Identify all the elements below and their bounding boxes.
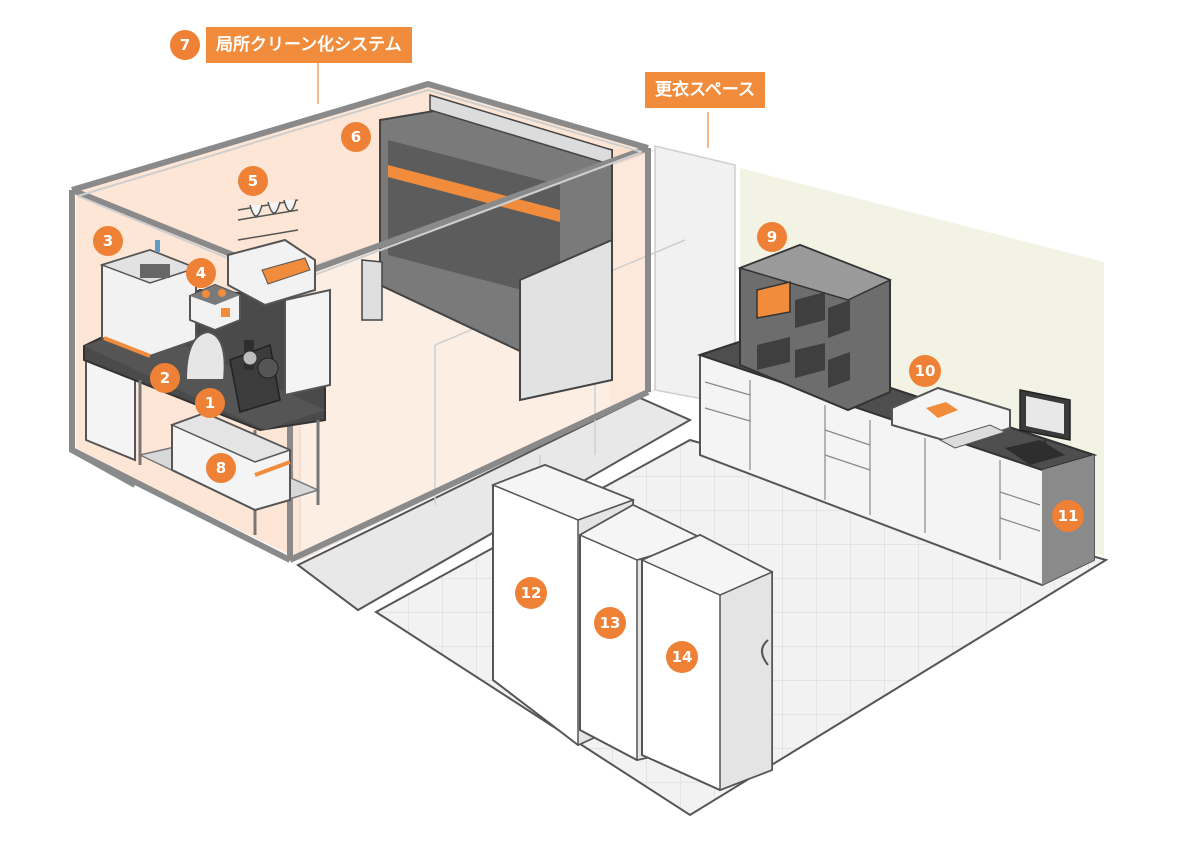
clean-zone-right-wall — [610, 148, 648, 410]
marker-1: 1 — [195, 388, 225, 418]
marker-14: 14 — [666, 641, 698, 673]
incubator-device — [99, 240, 199, 358]
microscope-device — [229, 340, 281, 413]
marker-2: 2 — [150, 363, 180, 393]
marker-13: 13 — [594, 607, 626, 639]
marker-6: 6 — [341, 122, 371, 152]
marker-9: 9 — [757, 222, 787, 252]
refrigerator-14 — [640, 533, 774, 792]
marker-12: 12 — [515, 577, 547, 609]
marker-5: 5 — [238, 166, 268, 196]
analyzer-device — [227, 199, 316, 307]
cell-processor-device — [737, 243, 892, 412]
changing-space-label: 更衣スペース — [645, 72, 765, 108]
marker-3: 3 — [93, 226, 123, 256]
marker-10: 10 — [909, 355, 941, 387]
pipette-device — [184, 330, 226, 381]
water-bath-device — [189, 283, 241, 332]
local-clean-system-label: 局所クリーン化システム — [206, 27, 412, 63]
marker-4: 4 — [186, 258, 216, 288]
computer-device — [1005, 389, 1071, 465]
counter-analyzer-device — [891, 386, 1011, 449]
marker-11: 11 — [1052, 500, 1084, 532]
clean-bench — [361, 93, 613, 402]
marker-8: 8 — [206, 453, 236, 483]
clean-zone-cabinet — [284, 288, 331, 397]
marker-7: 7 — [170, 30, 200, 60]
